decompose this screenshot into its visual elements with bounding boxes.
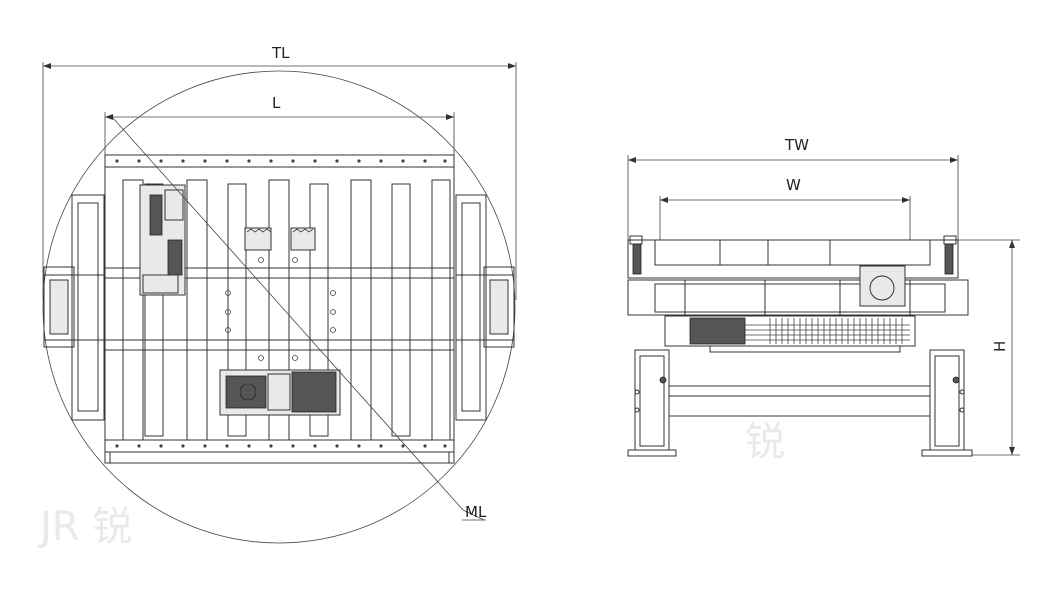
tl-dimension: TL	[42, 44, 517, 300]
tw-label: TW	[784, 136, 809, 154]
rail-rivets	[115, 159, 447, 448]
tw-dimension: TW	[627, 136, 959, 240]
slewing-ring-icon	[664, 315, 916, 353]
watermark-right: 锐	[745, 419, 785, 465]
drive-motor-bottom-icon	[219, 369, 341, 416]
ml-leader: ML	[112, 117, 487, 521]
watermark-left: JR 锐	[37, 504, 132, 550]
side-view: TW W H	[627, 136, 1020, 457]
h-label: H	[991, 341, 1009, 352]
ml-label: ML	[465, 503, 487, 521]
h-dimension: H	[958, 239, 1020, 456]
rotation-circle	[42, 70, 516, 544]
top-view: TL L	[42, 44, 517, 544]
gear-segment-icon	[244, 227, 316, 251]
l-label: L	[272, 94, 281, 112]
w-dimension: W	[659, 176, 911, 240]
tl-label: TL	[271, 44, 290, 62]
base-stand	[627, 349, 973, 457]
roller-strands	[122, 179, 451, 441]
w-label: W	[786, 176, 801, 194]
drive-motor-top-icon	[139, 184, 186, 296]
